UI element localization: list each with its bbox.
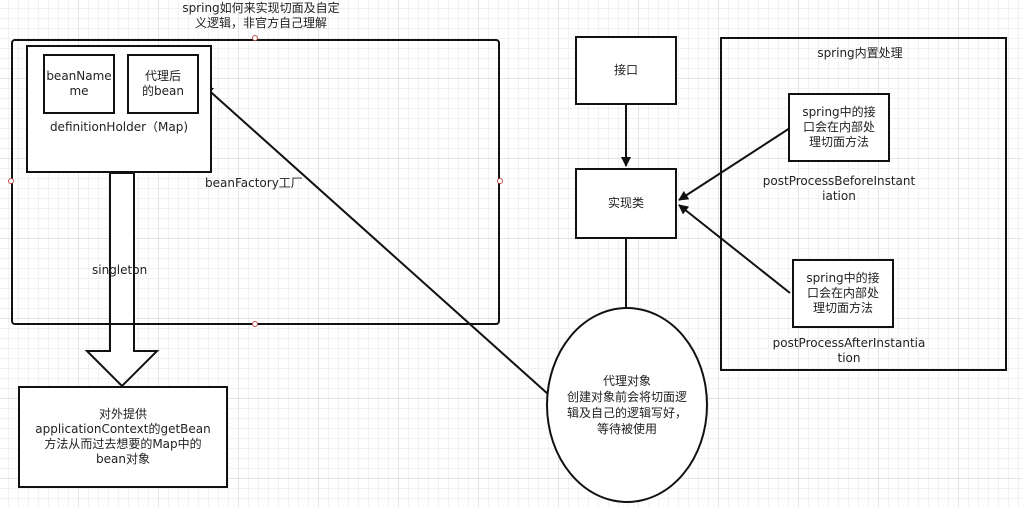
- interface-box[interactable]: 接口: [575, 36, 677, 105]
- impl-box[interactable]: 实现类: [575, 168, 677, 239]
- bean-factory-label: beanFactory工厂: [205, 176, 303, 190]
- proxy-object-body: 创建对象前会将切面逻 辑及自己的逻辑写好， 等待被使用: [566, 390, 687, 436]
- before-instantiation-box[interactable]: spring中的接 口会在内部处 理切面方法: [788, 93, 890, 162]
- proxy-object-title: 代理对象: [602, 374, 651, 388]
- after-instantiation-box[interactable]: spring中的接 口会在内部处 理切面方法: [792, 259, 894, 328]
- proxied-bean-box[interactable]: 代理后 的bean: [127, 54, 199, 114]
- spring-internal-label: spring内置处理: [817, 46, 903, 60]
- spring-internal-container[interactable]: [720, 37, 1007, 371]
- after-to-impl-arrow: [678, 204, 791, 294]
- before-instantiation-label: postProcessBeforeInstant iation: [762, 174, 916, 203]
- selection-handle-left[interactable]: [8, 178, 14, 184]
- selection-handle-top[interactable]: [252, 35, 258, 41]
- selection-handle-right[interactable]: [497, 178, 503, 184]
- proxy-object-circle[interactable]: 代理对象 创建对象前会将切面逻 辑及自己的逻辑写好， 等待被使用: [546, 307, 708, 503]
- proxy-to-bean-arrow: [203, 85, 559, 404]
- output-box[interactable]: 对外提供 applicationContext的getBean 方法从而过去想要…: [18, 386, 228, 488]
- after-instantiation-label: postProcessAfterInstantia tion: [772, 336, 926, 365]
- diagram-title: spring如何来实现切面及自定义逻辑，非官方自己理解: [182, 1, 340, 30]
- definition-holder-label: definitionHolder（Map): [49, 120, 189, 134]
- selection-handle-bottom[interactable]: [252, 321, 258, 327]
- before-to-impl-arrow: [678, 127, 791, 201]
- singleton-label: singleton: [92, 263, 148, 277]
- bean-name-box[interactable]: beanName me: [43, 54, 115, 114]
- singleton-arrow: [84, 172, 160, 388]
